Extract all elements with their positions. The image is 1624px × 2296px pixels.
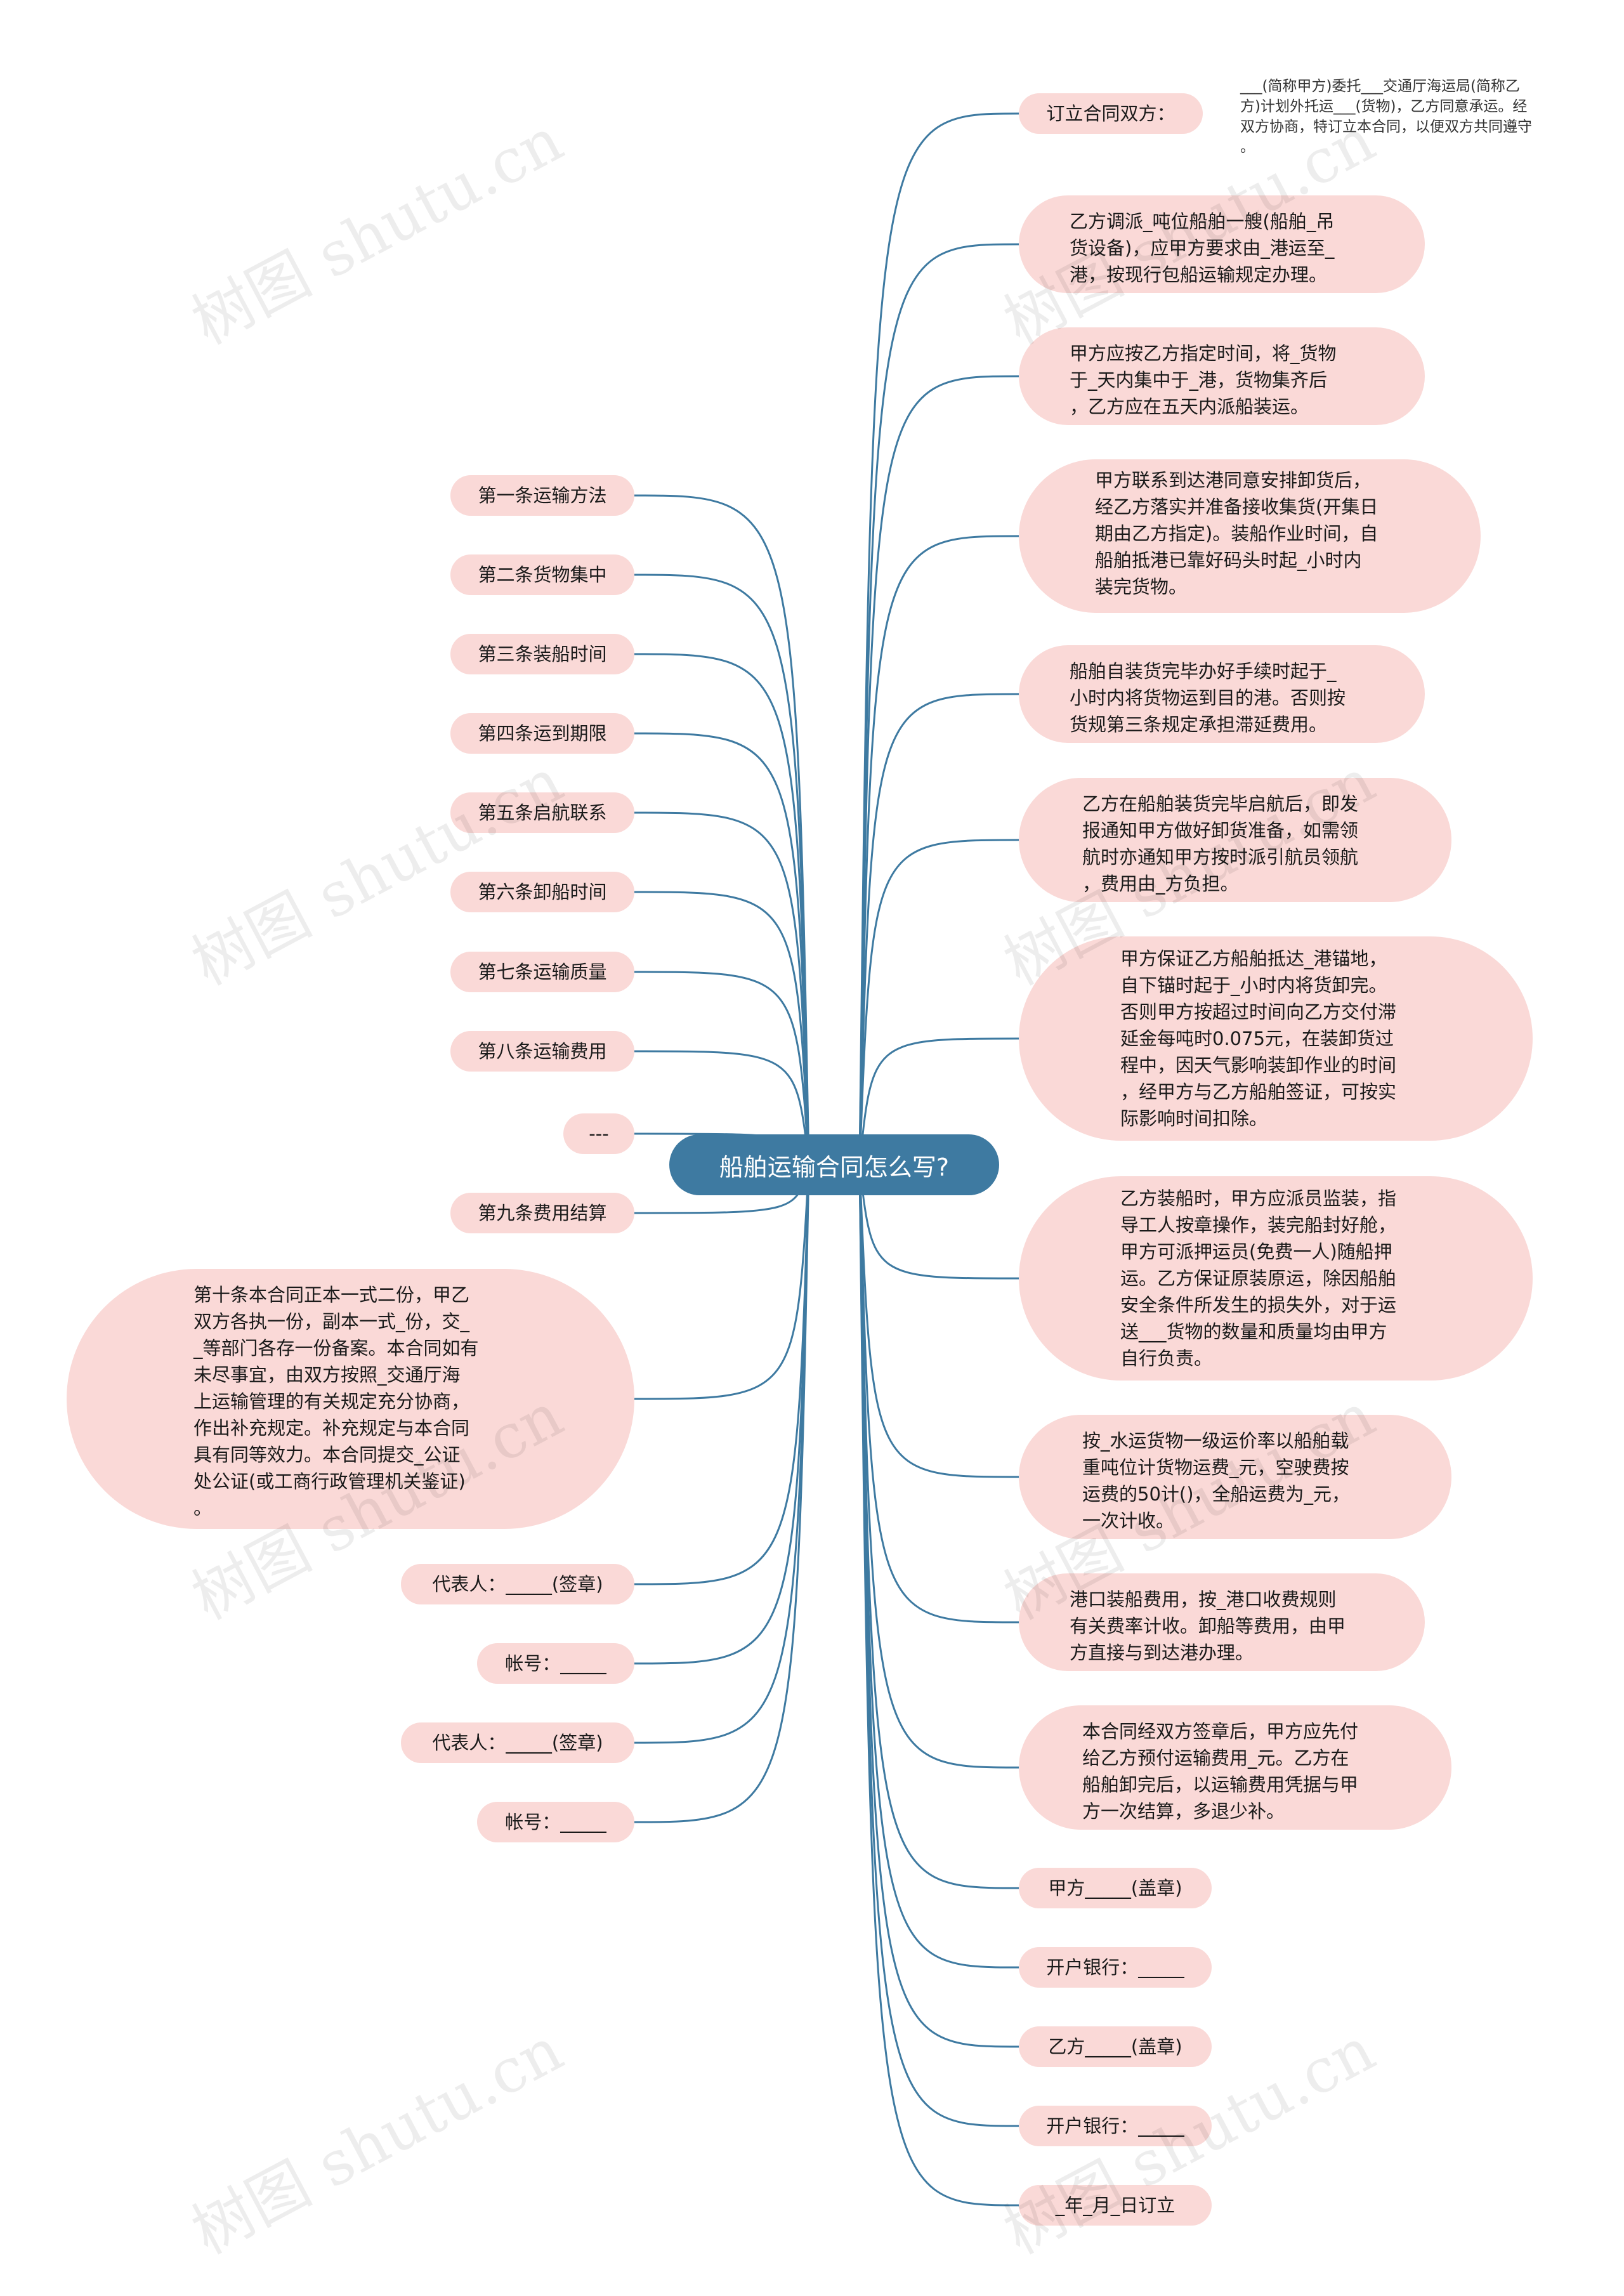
right-node-article-9-text[interactable]: 本合同经双方签章后，甲方应先付 给乙方预付运输费用_元。乙方在 船舶卸完后，以运… xyxy=(1019,1705,1451,1830)
connector-line xyxy=(634,971,810,1165)
connector-line xyxy=(858,1037,1019,1165)
right-node-signing-date[interactable]: _年_月_日订立 xyxy=(1019,2185,1212,2226)
connector-line xyxy=(858,1164,1019,2048)
right-node-bank-b[interactable]: 开户银行：_____ xyxy=(1019,2106,1212,2146)
right-node-article-8-text[interactable]: 按_水运货物一级运价率以船舶载 重吨位计货物运费_元，空驶费按 运费的50计()… xyxy=(1019,1415,1451,1539)
left-node-article-7[interactable]: 第七条运输质量 xyxy=(450,952,634,992)
right-node-bank-a[interactable]: 开户银行：_____ xyxy=(1019,1947,1212,1988)
left-node-article-8[interactable]: 第八条运输费用 xyxy=(450,1031,634,1072)
connector-line xyxy=(858,1164,1019,1478)
left-node-article-10[interactable]: 第十条本合同正本一式二份，甲乙 双方各执一份，副本一式_份，交_ _等部门各存一… xyxy=(67,1269,634,1529)
left-node-article-3[interactable]: 第三条装船时间 xyxy=(450,634,634,674)
connector-line xyxy=(858,1164,1019,1280)
connector-line xyxy=(634,891,810,1165)
root-node[interactable]: 船舶运输合同怎么写? xyxy=(669,1134,999,1195)
connector-line xyxy=(858,1164,1019,1969)
connector-line xyxy=(858,1164,1019,1889)
left-node-account-2[interactable]: 帐号：_____ xyxy=(477,1802,634,1842)
right-node-party-b-seal[interactable]: 乙方_____(盖章) xyxy=(1019,2026,1212,2067)
connector-line xyxy=(858,839,1019,1165)
connector-line xyxy=(634,1164,810,1585)
right-node-article-1-text[interactable]: 乙方调派_吨位船舶一艘(船舶_吊 货设备)，应甲方要求由_港运至_ 港，按现行包… xyxy=(1019,195,1425,293)
left-node-article-6[interactable]: 第六条卸船时间 xyxy=(450,872,634,912)
left-node-article-4[interactable]: 第四条运到期限 xyxy=(450,713,634,754)
connector-line xyxy=(858,1164,1019,1624)
right-node-article-8b-text[interactable]: 港口装船费用，按_港口收费规则 有关费率计收。卸船等费用，由甲 方直接与到达港办… xyxy=(1019,1573,1425,1671)
right-node-article-7-text[interactable]: 乙方装船时，甲方应派员监装，指 导工人按章操作，装完船封好舱， 甲方可派押运员(… xyxy=(1019,1176,1533,1381)
left-node-article-2[interactable]: 第二条货物集中 xyxy=(450,554,634,595)
left-node-article-1[interactable]: 第一条运输方法 xyxy=(450,475,634,516)
connector-line xyxy=(634,1164,810,1400)
connector-line xyxy=(634,1164,810,1823)
connector-line xyxy=(858,243,1019,1165)
connector-line xyxy=(634,494,810,1165)
right-node-parties[interactable]: 订立合同双方： xyxy=(1019,93,1203,134)
connector-line xyxy=(634,653,810,1165)
right-node-article-4-text[interactable]: 船舶自装货完毕办好手续时起于_ 小时内将货物运到目的港。否则按 货规第三条规定承… xyxy=(1019,645,1425,743)
left-node-representative-1[interactable]: 代表人：_____(签章) xyxy=(401,1564,634,1604)
parties-note: ___(简称甲方)委托___交通厅海运局(简称乙 方)计划外托运___(货物)，… xyxy=(1240,78,1532,155)
connector-line xyxy=(634,574,810,1165)
left-node-representative-2[interactable]: 代表人：_____(签章) xyxy=(401,1722,634,1763)
connector-line xyxy=(858,1164,1019,1769)
connector-line xyxy=(858,375,1019,1165)
connector-line xyxy=(858,112,1019,1165)
connector-line xyxy=(858,693,1019,1165)
left-node-article-5[interactable]: 第五条启航联系 xyxy=(450,792,634,833)
connector-line xyxy=(858,535,1019,1165)
connector-line xyxy=(634,732,810,1165)
connector-line xyxy=(634,1050,810,1165)
right-node-article-2-text[interactable]: 甲方应按乙方指定时间，将_货物 于_天内集中于_港，货物集齐后 ，乙方应在五天内… xyxy=(1019,327,1425,425)
left-node-article-9[interactable]: 第九条费用结算 xyxy=(450,1193,634,1233)
connector-line xyxy=(634,1164,810,1744)
connector-line xyxy=(858,1164,1019,2127)
left-node-account-1[interactable]: 帐号：_____ xyxy=(477,1643,634,1684)
right-node-article-3-text[interactable]: 甲方联系到达港同意安排卸货后， 经乙方落实并准备接收集货(开集日 期由乙方指定)… xyxy=(1019,459,1481,613)
connector-line xyxy=(858,1164,1019,2207)
connector-line xyxy=(634,1164,810,1665)
right-node-party-a-seal[interactable]: 甲方_____(盖章) xyxy=(1019,1868,1212,1908)
right-node-article-6-text[interactable]: 甲方保证乙方船舶抵达_港锚地， 自下锚时起于_小时内将货卸完。 否则甲方按超过时… xyxy=(1019,936,1533,1141)
right-node-article-5-text[interactable]: 乙方在船舶装货完毕启航后，即发 报通知甲方做好卸货准备，如需领 航时亦通知甲方按… xyxy=(1019,778,1451,902)
connector-line xyxy=(634,811,810,1165)
left-node-separator[interactable]: --- xyxy=(563,1113,634,1154)
